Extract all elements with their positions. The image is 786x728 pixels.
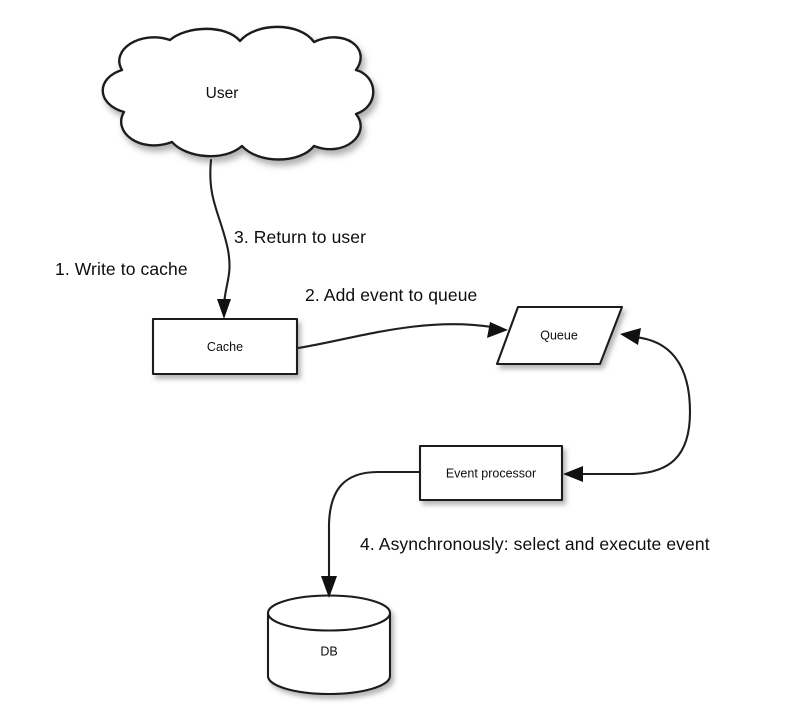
edge-cache-to-queue [296,322,508,350]
cloud-shape [101,25,375,161]
node-event-processor-label: Event processor [446,466,536,480]
db-cylinder-top [266,594,392,632]
node-queue-label: Queue [540,328,578,342]
event-processor-rect [418,444,564,502]
edge-cache-to-queue-path [296,323,494,350]
edge-user-to-cache-arrowhead [217,299,231,319]
node-db-label: DB [320,644,337,658]
edge-queue-to-processor [563,328,692,482]
edge-queue-to-processor-arrowhead [563,466,583,482]
edge-user-to-cache [209,158,231,319]
node-user[interactable]: User [101,25,375,161]
node-db[interactable]: DB [266,594,392,696]
db-cylinder-body [266,611,392,696]
edge-processor-to-db [321,470,421,598]
cache-rect [151,317,299,376]
edge-queue-to-processor-path [576,335,692,476]
step-label-2: 2. Add event to queue [305,285,478,305]
queue-parallelogram [495,305,624,366]
edge-user-to-cache-path [209,158,231,310]
edge-processor-to-db-arrowhead [321,576,337,598]
node-cache[interactable]: Cache [151,317,299,376]
edge-cache-to-queue-arrowhead [487,322,508,338]
edge-processor-to-queue-arrowhead [620,328,641,345]
node-user-label: User [206,85,239,102]
node-event-processor[interactable]: Event processor [418,444,564,502]
step-label-4: 4. Asynchronously: select and execute ev… [360,534,710,554]
node-queue[interactable]: Queue [495,305,624,366]
step-label-1: 1. Write to cache [55,259,188,279]
edge-processor-to-db-path [327,470,421,586]
step-label-3: 3. Return to user [234,227,367,247]
node-cache-label: Cache [207,340,243,354]
